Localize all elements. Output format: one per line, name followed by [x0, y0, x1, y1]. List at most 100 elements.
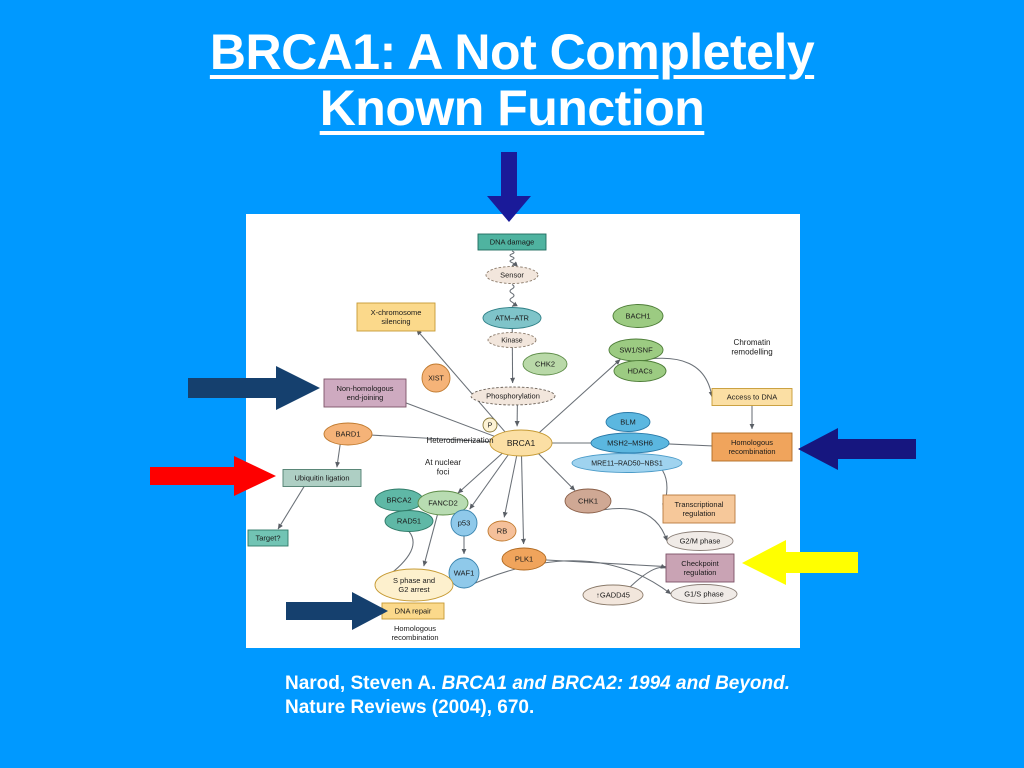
- svg-text:recombination: recombination: [391, 633, 438, 642]
- node-waf1: WAF1: [448, 557, 480, 589]
- svg-text:foci: foci: [437, 468, 450, 477]
- svg-text:ATM–ATR: ATM–ATR: [495, 314, 529, 323]
- node-sw1_snf: SW1/SNF: [608, 338, 664, 362]
- node-mre11: MRE11–RAD50–NBS1: [571, 453, 683, 473]
- edge-brca1-to-rb: [502, 454, 518, 518]
- node-brca1: BRCA1: [489, 429, 553, 457]
- node-msh2_msh6: MSH2–MSH6: [590, 432, 670, 454]
- svg-text:X-chromosome: X-chromosome: [371, 308, 422, 317]
- svg-text:BARD1: BARD1: [335, 430, 360, 439]
- node-ubiquitin_ligation: Ubiquitin ligation: [282, 469, 362, 487]
- svg-text:Phosphorylation: Phosphorylation: [486, 392, 540, 401]
- node-p53: p53: [450, 509, 478, 537]
- svg-text:Non-homologous: Non-homologous: [336, 384, 393, 393]
- node-rad51: RAD51: [384, 510, 434, 532]
- node-dna_repair: DNA repair: [381, 602, 445, 620]
- top-down-arrow: [487, 152, 531, 222]
- node-xist: XIST: [421, 363, 451, 393]
- svg-text:At nuclear: At nuclear: [425, 458, 461, 467]
- svg-text:↑GADD45: ↑GADD45: [596, 591, 630, 600]
- node-bach1: BACH1: [612, 304, 664, 328]
- svg-text:Homologous: Homologous: [731, 438, 773, 447]
- right-yellow-left-arrow: [742, 540, 858, 585]
- svg-text:G2/M phase: G2/M phase: [680, 537, 721, 546]
- svg-text:regulation: regulation: [683, 509, 716, 518]
- svg-text:FANCD2: FANCD2: [428, 499, 458, 508]
- edge-dna_damage-to-sensor: [509, 250, 518, 267]
- node-kinase: Kinase: [487, 332, 537, 348]
- title-line-2: Known Function: [319, 80, 705, 136]
- svg-text:G2 arrest: G2 arrest: [398, 585, 430, 594]
- svg-text:WAF1: WAF1: [454, 569, 475, 578]
- svg-text:BACH1: BACH1: [625, 312, 650, 321]
- edge-waf1-to-g1s_phase: [463, 560, 672, 595]
- node-brca2: BRCA2: [374, 488, 424, 512]
- svg-text:remodelling: remodelling: [731, 348, 772, 357]
- node-chk1: CHK1: [564, 488, 612, 514]
- svg-text:Chromatin: Chromatin: [734, 338, 771, 347]
- edge-brca1-to-plk1: [520, 454, 526, 545]
- svg-text:PLK1: PLK1: [515, 555, 533, 564]
- svg-text:RB: RB: [497, 527, 507, 536]
- svg-text:Heterodimerization: Heterodimerization: [426, 436, 493, 445]
- edge-brca1-to-sw1_snf: [535, 359, 621, 437]
- svg-text:HDACs: HDACs: [627, 367, 652, 376]
- edge-brca1-to-x_chromosome_silencing: [416, 329, 508, 436]
- edge-sensor-to-atm_atr: [509, 284, 518, 307]
- svg-text:BRCA2: BRCA2: [386, 496, 411, 505]
- node-access_to_dna: Access to DNA: [711, 388, 793, 406]
- bottom-left-right-arrow: [286, 592, 388, 630]
- svg-text:Access to DNA: Access to DNA: [727, 393, 777, 402]
- node-bard1: BARD1: [323, 422, 373, 446]
- svg-text:Target?: Target?: [255, 534, 280, 543]
- svg-text:Ubiquitin ligation: Ubiquitin ligation: [294, 474, 349, 483]
- svg-text:S phase and: S phase and: [393, 576, 435, 585]
- right-navy-left-arrow: [798, 428, 916, 470]
- title-line-1: BRCA1: A Not Completely: [209, 24, 815, 80]
- edge-plk1-to-checkpoint_regulation: [537, 558, 675, 570]
- node-atm_atr: ATM–ATR: [482, 307, 542, 329]
- svg-text:G1/S phase: G1/S phase: [684, 590, 724, 599]
- svg-text:CHK1: CHK1: [578, 497, 598, 506]
- svg-text:DNA repair: DNA repair: [395, 607, 432, 616]
- node-chk2: CHK2: [522, 352, 568, 376]
- edge-brca1-to-non_homologous_end_joining: [394, 397, 503, 440]
- svg-text:SW1/SNF: SW1/SNF: [619, 346, 653, 355]
- node-plk1: PLK1: [501, 547, 547, 571]
- svg-text:Kinase: Kinase: [501, 337, 523, 344]
- node-layer: DNA damageSensorATM–ATRKinaseCHK2Phospho…: [247, 233, 793, 642]
- svg-text:P: P: [488, 422, 493, 429]
- left-red-right-arrow: [150, 456, 276, 496]
- node-gadd45: ↑GADD45: [582, 584, 644, 606]
- left-upper-right-arrow: [188, 366, 320, 410]
- svg-text:MRE11–RAD50–NBS1: MRE11–RAD50–NBS1: [591, 460, 663, 467]
- slide-title: BRCA1: A Not Completely Known Function: [0, 24, 1024, 136]
- node-rb: RB: [487, 520, 517, 542]
- svg-text:CHK2: CHK2: [535, 360, 555, 369]
- svg-text:MSH2–MSH6: MSH2–MSH6: [607, 439, 653, 448]
- svg-text:DNA damage: DNA damage: [490, 238, 535, 247]
- svg-text:end-joining: end-joining: [347, 393, 384, 402]
- svg-text:silencing: silencing: [381, 317, 410, 326]
- svg-text:BRCA1: BRCA1: [507, 438, 536, 448]
- brca1-network-diagram: DNA damageSensorATM–ATRKinaseCHK2Phospho…: [247, 233, 793, 642]
- node-g1s_phase: G1/S phase: [670, 584, 738, 604]
- source-caption: Narod, Steven A. BRCA1 and BRCA2: 1994 a…: [285, 672, 805, 721]
- caption-author: Narod, Steven A.: [285, 673, 442, 694]
- node-blm: BLM: [605, 412, 651, 432]
- node-g2m_phase: G2/M phase: [666, 531, 734, 551]
- node-heterodimerization: Heterodimerization: [426, 436, 493, 445]
- svg-text:XIST: XIST: [428, 375, 444, 382]
- edge-bard1-to-ubiquitin_ligation: [335, 442, 341, 468]
- svg-text:Transcriptional: Transcriptional: [675, 500, 724, 509]
- svg-text:RAD51: RAD51: [397, 517, 421, 526]
